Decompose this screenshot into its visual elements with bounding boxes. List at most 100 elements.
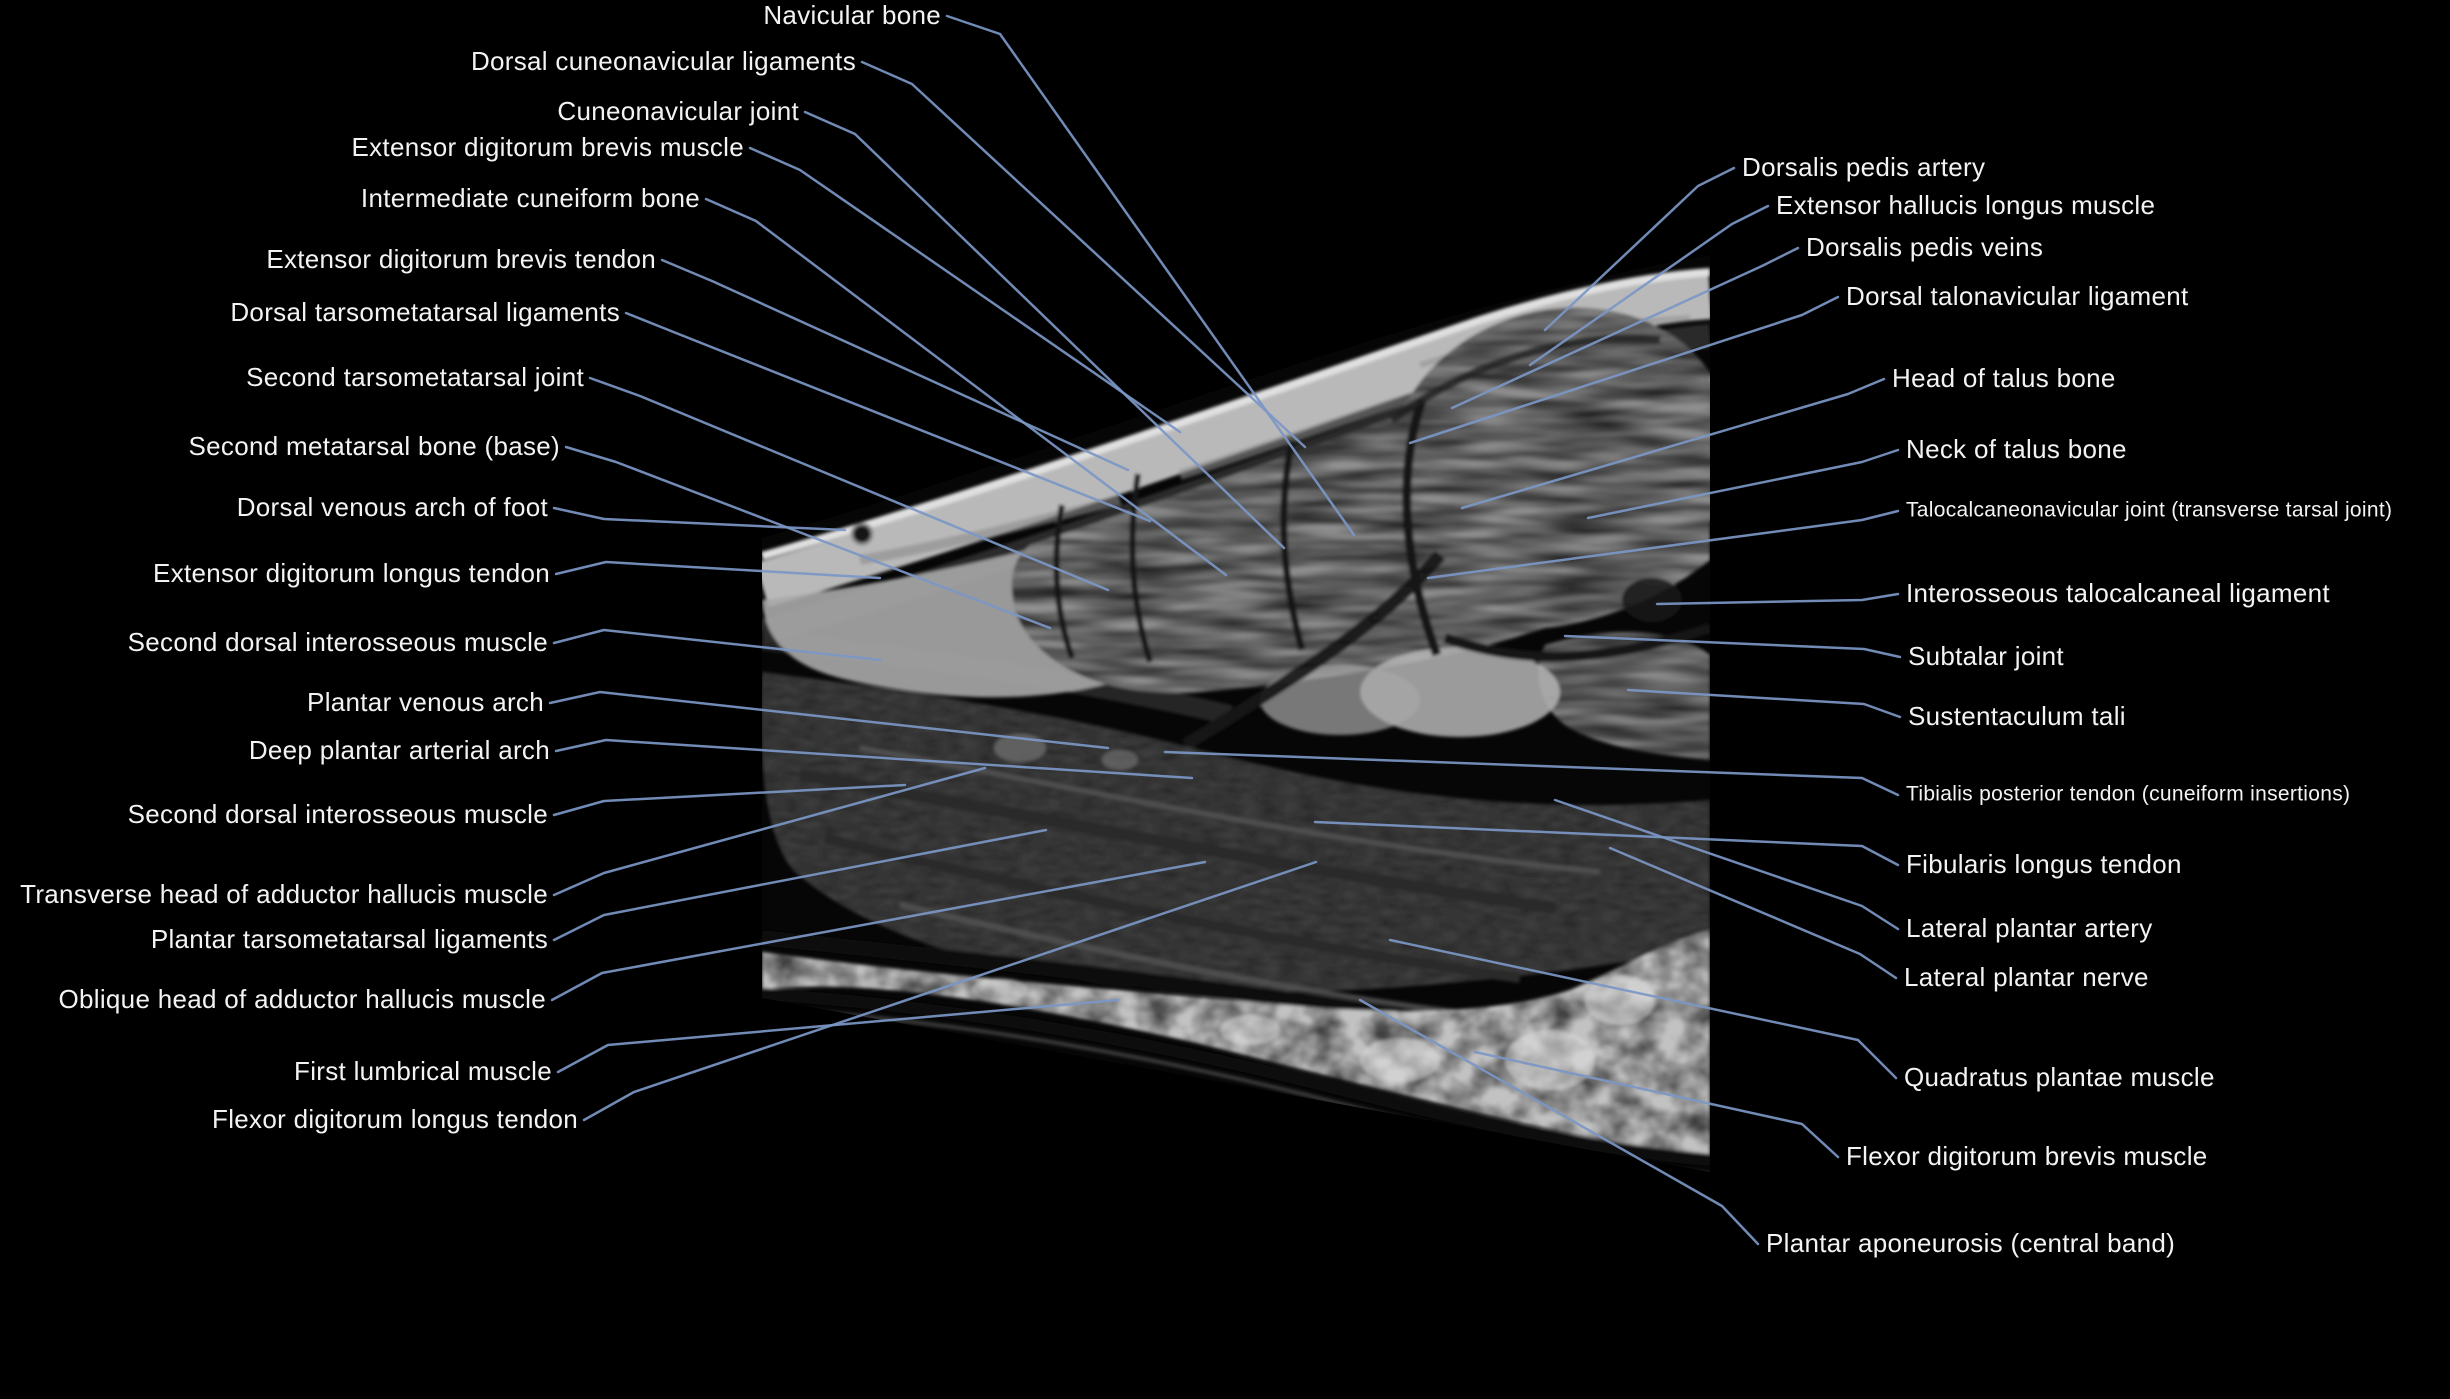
annotation-label: Tibialis posterior tendon (cuneiform ins… xyxy=(1906,782,2351,806)
dorsal-skin-line xyxy=(762,268,1710,560)
leader-line xyxy=(552,766,987,897)
leader-line xyxy=(1460,377,1886,510)
leader-line xyxy=(556,998,1120,1074)
annotation-label: Dorsal talonavicular ligament xyxy=(1846,280,2189,311)
leader-line xyxy=(552,628,882,662)
leader-line xyxy=(554,560,882,580)
subtalar-joint-line xyxy=(1443,623,1710,662)
tarsometatarsal-joint-line xyxy=(1053,504,1075,659)
annotation-label: Subtalar joint xyxy=(1908,640,2064,671)
leader-line xyxy=(550,860,1207,1002)
tibialis-posterior-tendon-band xyxy=(1181,550,1445,751)
leader-line xyxy=(1543,166,1736,332)
leader-line xyxy=(860,60,1307,449)
plantar-skin-line xyxy=(762,988,1710,1166)
leader-line xyxy=(1626,688,1902,719)
fat-lobule-highlight xyxy=(1505,1030,1595,1090)
dorsal-subcutaneous-band xyxy=(762,273,1710,608)
leader-line xyxy=(552,506,847,532)
fat-lobule-highlight xyxy=(1220,1015,1280,1045)
annotation-label: Second tarsometatarsal joint xyxy=(246,361,584,392)
annotation-label: Extensor digitorum brevis muscle xyxy=(351,131,744,162)
annotation-label: Dorsalis pedis veins xyxy=(1806,231,2044,262)
intercuneiform-joint-line xyxy=(1129,473,1153,663)
leader-line xyxy=(803,110,1286,550)
leader-line xyxy=(552,783,907,817)
leader-line xyxy=(1655,592,1900,606)
mri-image xyxy=(762,255,1710,1172)
tarsal-canal-fat xyxy=(1260,665,1420,735)
interosseous-ligament-recess xyxy=(1622,578,1682,622)
annotation-label: Head of talus bone xyxy=(1892,362,2116,393)
annotation-label: Extensor hallucis longus muscle xyxy=(1776,189,2156,220)
leader-line xyxy=(704,197,1228,577)
annotation-label: Intermediate cuneiform bone xyxy=(360,182,700,213)
annotation-label: Dorsal tarsometatarsal ligaments xyxy=(230,296,620,327)
annotation-label: Neck of talus bone xyxy=(1906,433,2127,464)
leader-line xyxy=(564,445,1052,630)
plantar-fascia-streak xyxy=(859,745,1601,875)
annotation-label: Interosseous talocalcaneal ligament xyxy=(1906,577,2330,608)
leader-line xyxy=(1608,846,1898,980)
annotation-label: Fibularis longus tendon xyxy=(1906,848,2182,879)
talus-cortical-edge xyxy=(1389,334,1661,424)
leader-line xyxy=(1408,295,1840,445)
leader-line xyxy=(1358,998,1760,1246)
annotation-label: Second dorsal interosseous muscle xyxy=(127,798,548,829)
leader-line xyxy=(548,690,1110,750)
annotation-label: Dorsalis pedis artery xyxy=(1742,151,1986,182)
plantar-vessel-blob xyxy=(1102,750,1138,770)
annotation-label: Second metatarsal bone (base) xyxy=(188,430,560,461)
annotation-label: Extensor digitorum longus tendon xyxy=(153,557,550,588)
annotation-label: Transverse head of adductor hallucis mus… xyxy=(20,878,548,909)
annotation-label: Dorsal cuneonavicular ligaments xyxy=(470,45,856,76)
leader-line xyxy=(660,258,1130,472)
annotation-label: Plantar venous arch xyxy=(307,686,544,717)
annotation-label: Sustentaculum tali xyxy=(1908,700,2126,731)
leader-line xyxy=(748,146,1182,434)
leader-line xyxy=(552,828,1048,942)
leader-line xyxy=(1450,246,1800,410)
leader-line xyxy=(1473,1050,1840,1159)
annotation-label: Plantar aponeurosis (central band) xyxy=(1766,1227,2176,1258)
annotation-label: Plantar tarsometatarsal ligaments xyxy=(150,923,548,954)
cuneonavicular-joint-line xyxy=(1280,439,1306,651)
leader-line xyxy=(1388,938,1898,1080)
leader-line xyxy=(1313,820,1900,867)
plantar-tendon-streak xyxy=(799,769,1556,914)
annotation-label: Cuneonavicular joint xyxy=(557,95,799,126)
annotation-label: Flexor digitorum longus tendon xyxy=(212,1103,578,1134)
talonavicular-joint-line xyxy=(1402,398,1442,657)
annotation-label: Second dorsal interosseous muscle xyxy=(127,626,548,657)
leader-line xyxy=(554,738,1194,780)
leader-line xyxy=(582,860,1318,1122)
subcutaneous-septa xyxy=(1178,390,1422,480)
leader-line xyxy=(624,311,1152,523)
dorsal-vein-dot xyxy=(850,522,874,546)
leader-lines-layer xyxy=(548,14,1902,1246)
annotation-label: First lumbrical muscle xyxy=(294,1055,552,1086)
leader-line xyxy=(1163,750,1900,797)
annotation-label: Deep plantar arterial arch xyxy=(248,734,550,765)
leader-line xyxy=(1563,634,1902,659)
annotation-label: Flexor digitorum brevis muscle xyxy=(1846,1140,2208,1171)
annotation-label: Extensor digitorum brevis tendon xyxy=(266,243,656,274)
annotation-label: Talocalcaneonavicular joint (transverse … xyxy=(1906,498,2393,522)
leader-line xyxy=(945,14,1356,537)
leader-line xyxy=(1426,509,1900,580)
annotation-label: Quadratus plantae muscle xyxy=(1904,1061,2215,1092)
fat-lobule-highlight xyxy=(1585,975,1655,1025)
leader-line xyxy=(1586,448,1900,520)
annotation-label: Navicular bone xyxy=(763,0,941,30)
leader-line xyxy=(1528,204,1770,367)
annotation-label: Dorsal venous arch of foot xyxy=(236,491,548,522)
leader-line xyxy=(1553,798,1900,931)
plantar-vessel-blob xyxy=(994,734,1046,762)
annotation-label: Oblique head of adductor hallucis muscle xyxy=(58,983,546,1014)
annotation-label: Lateral plantar artery xyxy=(1906,912,2153,943)
subcutaneous-septa xyxy=(859,495,1122,565)
annotation-label: Lateral plantar nerve xyxy=(1904,961,2149,992)
leader-line xyxy=(588,376,1110,592)
